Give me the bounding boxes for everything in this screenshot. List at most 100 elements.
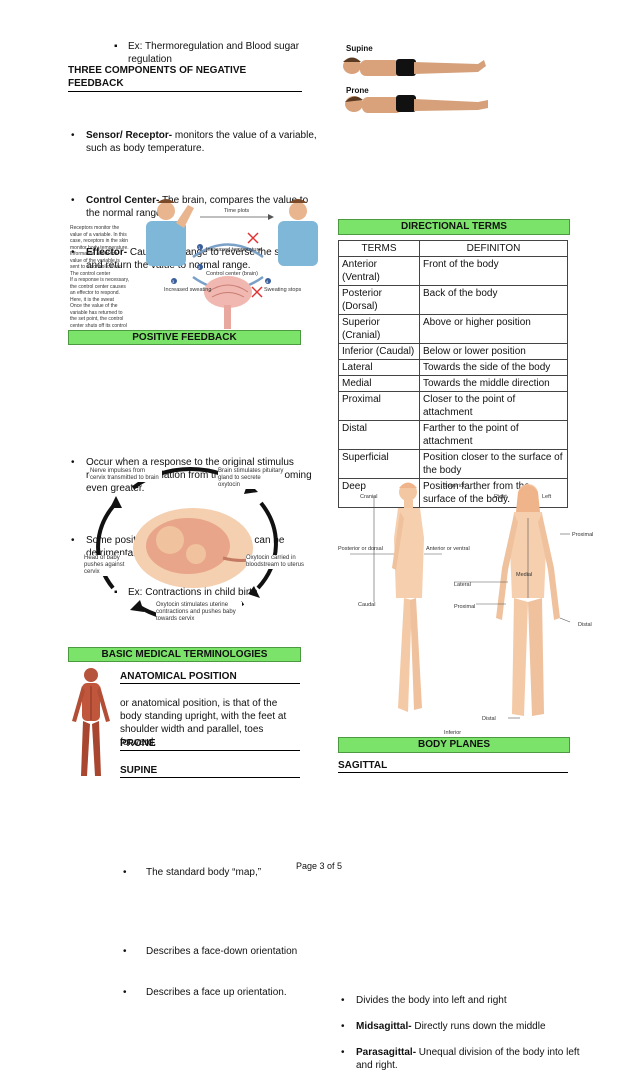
control-desc: The brain, compares the value to the nor… xyxy=(86,195,309,219)
page-number: Page 3 of 5 xyxy=(295,861,343,871)
thermoregulation-illustration: Time plots 1 Increased temperature 2 Con… xyxy=(146,199,318,329)
definition-cell: Farther to the point of attachment xyxy=(419,420,568,450)
prone-image-label: Prone xyxy=(346,86,369,95)
negative-feedback-diagram: Receptors monitor the value of a variabl… xyxy=(70,197,320,332)
proximal-label-left: Proximal xyxy=(454,604,475,610)
proximal-label-right: Proximal xyxy=(572,532,593,538)
sensor-item: Sensor/ Receptor- monitors the value of … xyxy=(68,129,318,155)
increased-sweating-label: Increased sweating xyxy=(164,287,211,293)
definition-cell: Closer to the point of attachment xyxy=(419,391,568,421)
term-cell: Lateral xyxy=(338,359,420,376)
head-of-baby-label: Head of baby pushes against cervix xyxy=(84,555,128,576)
right-label: Right xyxy=(494,494,507,500)
sensor-desc: monitors the value of a variable, such a… xyxy=(86,130,317,154)
cranial-label: Cranial xyxy=(360,494,377,500)
definition-cell: Front of the body xyxy=(419,256,568,286)
term-cell: Posterior (Dorsal) xyxy=(338,285,420,315)
anatomical-figure xyxy=(72,668,110,776)
inferior-label: Inferior xyxy=(444,730,461,736)
supine-image-label: Supine xyxy=(346,44,373,53)
anatomical-position-title: ANATOMICAL POSITION xyxy=(120,670,300,684)
control-center-item: Control Center- The brain, compares the … xyxy=(68,194,318,220)
control-center-label: Control center (brain) xyxy=(206,271,258,277)
anatomical-text-1: The standard body “map,” xyxy=(120,866,326,879)
nerve-impulse-label: Nerve impulses from cervix transmitted t… xyxy=(90,468,162,482)
body-planes-header: BODY PLANES xyxy=(338,737,570,753)
step-text: Once the value of the variable has retur… xyxy=(70,303,127,329)
lateral-label: Lateral xyxy=(454,582,471,588)
increased-temperature-label: Increased temperature xyxy=(206,247,261,253)
time-label: Time plots xyxy=(224,208,249,214)
term-cell: Distal xyxy=(338,420,420,450)
negative-feedback-heading: THREE COMPONENTS OF NEGATIVE FEEDBACK xyxy=(68,64,302,92)
caudal-label: Caudal xyxy=(358,602,375,608)
table-row: Superior (Cranial)Above or higher positi… xyxy=(338,314,568,344)
step-number: 2 xyxy=(198,265,201,270)
sweating-stops-label: Sweating stops xyxy=(264,287,302,293)
supine-title: SUPINE xyxy=(120,764,300,778)
directional-terms-header: DIRECTIONAL TERMS xyxy=(338,219,570,235)
term-cell: Superficial xyxy=(338,449,420,479)
table-row: Anterior (Ventral)Front of the body xyxy=(338,256,568,286)
sagittal-title: SAGITTAL xyxy=(338,759,568,773)
anterior-label: Anterior or ventral xyxy=(426,546,470,552)
sensor-term: Sensor/ Receptor- xyxy=(86,130,173,141)
definition-cell: Towards the middle direction xyxy=(419,375,568,392)
posterior-label: Posterior or dorsal xyxy=(338,546,383,552)
supine-figure xyxy=(343,57,486,76)
definition-cell: Below or lower position xyxy=(419,343,568,360)
term-cell: Superior (Cranial) xyxy=(338,314,420,344)
parasagittal-term: Parasagittal- xyxy=(356,1047,417,1058)
medical-terminologies-header: BASIC MEDICAL TERMINOLOGIES xyxy=(68,647,301,662)
prone-figure xyxy=(345,95,488,113)
table-row: Posterior (Dorsal)Back of the body xyxy=(338,285,568,315)
superior-label: Superior xyxy=(444,483,465,489)
table-row: Inferior (Caudal)Below or lower position xyxy=(338,343,568,360)
midsagittal-bullet: Midsagittal- Directly runs down the midd… xyxy=(338,1020,586,1033)
directional-terms-table: TERMS DEFINITON Anterior (Ventral)Front … xyxy=(338,240,568,508)
uterine-contractions-label: Oxytocin stimulates uterine contractions… xyxy=(156,602,242,623)
step-number: 1 xyxy=(198,245,201,250)
brain-stimulates-label: Brain stimulates pituitary gland to secr… xyxy=(218,468,284,489)
positive-bullet-1: Occur when a response to the original st… xyxy=(68,456,318,495)
step-text: Receptors monitor the value of a variabl… xyxy=(70,225,129,251)
oxytocin-carried-label: Oxytocin carried in bloodstream to uteru… xyxy=(246,555,306,569)
sagittal-bullet: Divides the body into left and right xyxy=(338,994,586,1007)
diagram-steps: Receptors monitor the value of a variabl… xyxy=(70,225,130,329)
definition-cell: Above or higher position xyxy=(419,314,568,344)
distal-label-bottom: Distal xyxy=(482,716,496,722)
term-cell: Inferior (Caudal) xyxy=(338,343,420,360)
distal-label-right: Distal xyxy=(578,622,592,628)
table-header-row: TERMS DEFINITON xyxy=(338,240,568,257)
midsagittal-desc: Directly runs down the middle xyxy=(411,1021,546,1032)
term-cell: Proximal xyxy=(338,391,420,421)
positive-example: Ex: Contractions in child birth xyxy=(114,586,314,599)
column-header: DEFINITON xyxy=(419,240,568,257)
step-text: If a response is necessary, the control … xyxy=(70,277,130,303)
step-number: 3 xyxy=(172,279,175,284)
directional-body-figures: Superior Cranial Right Left Proximal Pos… xyxy=(338,482,593,736)
prone-title: PRONE xyxy=(120,737,300,751)
prone-text: Describes a face-down orientation xyxy=(120,945,326,958)
definition-cell: Back of the body xyxy=(419,285,568,315)
term-cell: Anterior (Ventral) xyxy=(338,256,420,286)
parasagittal-bullet: Parasagittal- Unequal division of the bo… xyxy=(338,1046,586,1072)
step-text: Information about the value of the varia… xyxy=(70,251,122,277)
definition-cell: Towards the side of the body xyxy=(419,359,568,376)
term-cell: Medial xyxy=(338,375,420,392)
left-label: Left xyxy=(542,494,552,500)
midsagittal-term: Midsagittal- xyxy=(356,1021,412,1032)
medial-label: Medial xyxy=(516,572,532,578)
anatomical-text-2: or anatomical position, is that of the b… xyxy=(120,698,287,748)
positive-feedback-header: POSITIVE FEEDBACK xyxy=(68,330,301,345)
supine-text: Describes a face up orientation. xyxy=(120,986,326,999)
effector-term: Effector- xyxy=(86,247,128,258)
example-bullet: Ex: Thermoregulation and Blood sugar reg… xyxy=(114,40,328,66)
